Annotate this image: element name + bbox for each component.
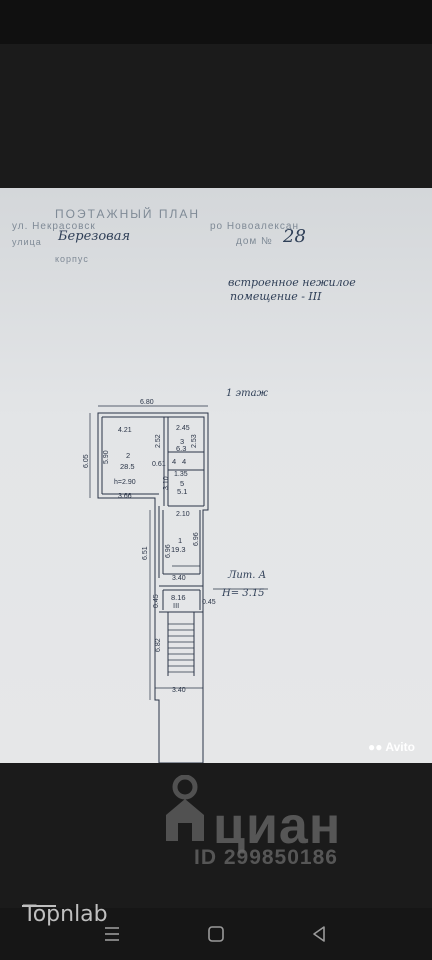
dim-vest-right: 0.45 [202, 599, 216, 606]
height-label: Н= 3.15 [222, 588, 265, 599]
room-5-number: 5 [180, 479, 184, 488]
dim-room1-bottom: 3.40 [172, 575, 186, 582]
lit-label: Лит. А [228, 570, 267, 581]
navigation-bar [0, 908, 432, 960]
house-value: 28 [283, 226, 306, 247]
street-value: Березовая [58, 229, 131, 244]
dim-room1-left: 6.96 [165, 544, 172, 558]
dim-room4-width: 1.35 [174, 471, 188, 478]
back-icon[interactable] [310, 925, 328, 943]
dim-room3-right: 2.53 [191, 434, 198, 448]
room-1-number: 1 [178, 536, 182, 545]
dim-room2-top: 4.21 [118, 427, 132, 434]
floor-plan-photo[interactable]: ПОЭТАЖНЫЙ ПЛАН ул. Некрасовск ро Новоале… [0, 188, 432, 763]
room-3-number: 3 [180, 437, 184, 446]
room-4-number: 4 [172, 457, 176, 466]
dim-room1-right: 6.96 [193, 532, 200, 546]
room-2-number: 2 [126, 451, 130, 460]
cian-listing-id: ID 299850186 [194, 846, 338, 869]
avito-watermark: ●● Avito [368, 740, 415, 754]
dim-small-width: 0.61 [152, 461, 166, 468]
room-2-area: 28.5 [120, 462, 135, 471]
floor-plan-drawing: 6.80 6.05 4.21 5.90 h=2.90 3.66 2.45 2.5… [83, 399, 268, 763]
status-bar [0, 0, 432, 44]
menu-icon[interactable] [102, 925, 122, 943]
room-5-area: 5.1 [177, 487, 187, 496]
cian-watermark-text: циан [213, 797, 342, 855]
avito-watermark-text: Avito [385, 740, 415, 754]
street-label: улица [12, 237, 42, 247]
room-1-area: 19.3 [171, 545, 186, 554]
vestibule-area: 8.16 [171, 593, 186, 602]
dim-vest-left: 0.45 [153, 594, 160, 608]
vestibule-number: III [173, 601, 179, 610]
room-3-area: 6.3 [176, 444, 186, 453]
avito-logo-icon: ●● [368, 740, 383, 754]
dim-room2-bottom: 3.66 [118, 493, 132, 500]
note-line-2: помещение - III [230, 290, 322, 303]
dim-room3-left: 2.52 [155, 434, 162, 448]
doc-header-prefix: ул. Некрасовск [12, 221, 96, 232]
doc-header-title: ПОЭТАЖНЫЙ ПЛАН [55, 207, 201, 221]
dim-top-width: 6.80 [140, 399, 154, 406]
paper-background [0, 188, 432, 763]
note-line-1: встроенное нежилое [228, 276, 356, 289]
dim-room2-side: 5.90 [103, 450, 110, 464]
doc-header-suffix: ро Новоалексан [210, 221, 299, 232]
room-4-area: 4 [182, 457, 186, 466]
dim-room3-top: 2.45 [176, 425, 190, 432]
floor-label: 1 этаж [226, 388, 268, 399]
dim-room4-height: 3.10 [163, 476, 170, 490]
topnlab-logo-bar [22, 905, 56, 907]
topnlab-watermark: Topnlab [23, 902, 108, 927]
cian-location-pin-icon [166, 775, 204, 841]
home-icon[interactable] [207, 925, 225, 943]
dim-stair-side: 6.82 [155, 638, 162, 652]
corpus-label: корпус [55, 254, 89, 264]
dim-bottom-width: 3.40 [172, 687, 186, 694]
house-label: дом № [236, 236, 273, 247]
dim-outer-left: 6.51 [142, 546, 149, 560]
dim-left-height: 6.05 [83, 454, 90, 468]
dim-room1-top: 2.10 [176, 511, 190, 518]
dim-room2-height: h=2.90 [114, 479, 136, 486]
